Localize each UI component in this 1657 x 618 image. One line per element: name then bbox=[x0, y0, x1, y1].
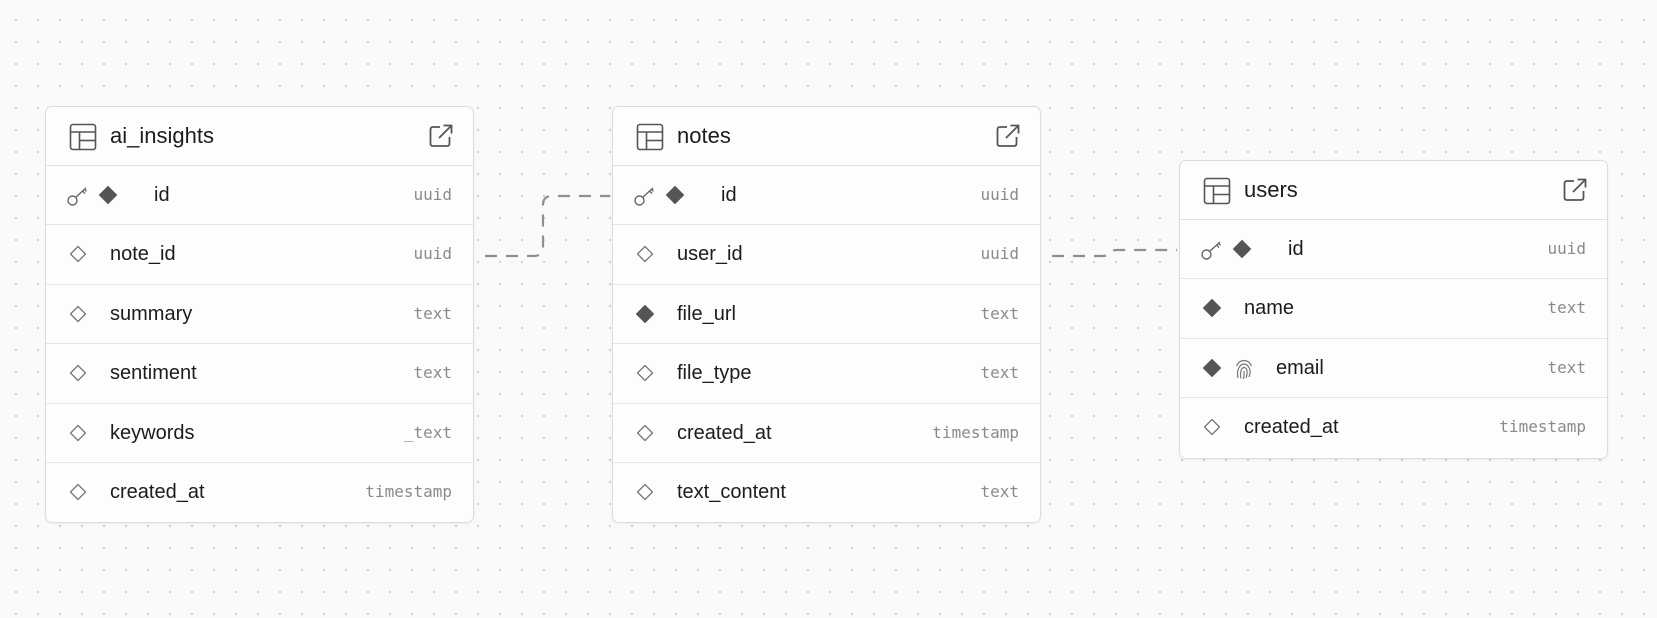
column-row-file-type[interactable]: file_type text bbox=[613, 344, 1040, 404]
filled-diamond-icon bbox=[1202, 358, 1222, 378]
table-title: notes bbox=[677, 123, 731, 148]
table-title: ai_insights bbox=[110, 123, 214, 148]
column-row-text-content[interactable]: text_content text bbox=[613, 463, 1040, 522]
column-row-id[interactable]: id uuid bbox=[613, 166, 1040, 226]
column-type: _text bbox=[403, 422, 452, 442]
column-name: summary bbox=[110, 302, 193, 325]
column-row-sentiment[interactable]: sentiment text bbox=[46, 344, 473, 404]
column-type: text bbox=[413, 303, 452, 323]
column-type: uuid bbox=[413, 185, 452, 204]
table-icon bbox=[1203, 177, 1231, 205]
column-type: text bbox=[1547, 357, 1586, 377]
column-type: uuid bbox=[413, 244, 452, 264]
column-name: keywords bbox=[110, 421, 195, 444]
column-row-created-at[interactable]: created_at timestamp bbox=[1180, 398, 1607, 457]
column-type: text bbox=[980, 303, 1019, 323]
relation-notes-user-id-to-users-id bbox=[1052, 248, 1177, 258]
column-row-email[interactable]: email text bbox=[1180, 339, 1607, 399]
column-type: timestamp bbox=[1499, 417, 1586, 437]
outline-diamond-icon bbox=[1202, 417, 1222, 437]
column-name: name bbox=[1244, 297, 1295, 320]
filled-diamond-icon bbox=[1202, 298, 1222, 318]
column-name: created_at bbox=[677, 421, 772, 444]
column-name: sentiment bbox=[110, 362, 197, 385]
column-name: created_at bbox=[1244, 416, 1339, 439]
key-icon bbox=[633, 184, 657, 208]
outline-diamond-icon bbox=[635, 423, 655, 443]
column-row-name[interactable]: name text bbox=[1180, 279, 1607, 339]
outline-diamond-icon bbox=[68, 363, 88, 383]
column-row-id[interactable]: id uuid bbox=[1180, 220, 1607, 280]
column-type: uuid bbox=[1547, 239, 1586, 258]
outline-diamond-icon bbox=[635, 244, 655, 264]
filled-diamond-icon bbox=[98, 185, 118, 205]
column-name: id bbox=[154, 184, 170, 206]
column-name: note_id bbox=[110, 243, 176, 266]
outline-diamond-icon bbox=[68, 304, 88, 324]
external-link-icon[interactable] bbox=[428, 123, 454, 149]
column-name: user_id bbox=[677, 243, 743, 266]
table-icon bbox=[69, 123, 97, 151]
relation-ai-insights-note-id-to-notes-id bbox=[485, 194, 610, 258]
column-row-created-at[interactable]: created_at timestamp bbox=[613, 404, 1040, 463]
fingerprint-icon bbox=[1232, 357, 1256, 381]
outline-diamond-icon bbox=[68, 482, 88, 502]
column-row-summary[interactable]: summary text bbox=[46, 285, 473, 345]
column-type: text bbox=[1547, 298, 1586, 318]
column-row-id[interactable]: id uuid bbox=[46, 166, 473, 226]
column-type: text bbox=[413, 363, 452, 383]
external-link-icon[interactable] bbox=[995, 123, 1021, 149]
column-type: timestamp bbox=[932, 422, 1019, 442]
outline-diamond-icon bbox=[68, 423, 88, 443]
column-type: text bbox=[980, 363, 1019, 383]
filled-diamond-icon bbox=[635, 304, 655, 324]
column-name: created_at bbox=[110, 480, 205, 503]
key-icon bbox=[66, 184, 90, 208]
outline-diamond-icon bbox=[635, 363, 655, 383]
column-row-note-id[interactable]: note_id uuid bbox=[46, 225, 473, 285]
outline-diamond-icon bbox=[68, 244, 88, 264]
column-type: uuid bbox=[980, 185, 1019, 204]
column-name: file_type bbox=[677, 362, 752, 385]
column-row-user-id[interactable]: user_id uuid bbox=[613, 225, 1040, 285]
filled-diamond-icon bbox=[1232, 239, 1252, 259]
key-icon bbox=[1200, 238, 1224, 262]
table-icon bbox=[636, 123, 664, 151]
column-row-created-at[interactable]: created_at timestamp bbox=[46, 463, 473, 522]
column-name: file_url bbox=[677, 302, 736, 325]
external-link-icon[interactable] bbox=[1562, 177, 1588, 203]
table-header: users bbox=[1180, 161, 1607, 220]
table-title: users bbox=[1244, 177, 1298, 202]
column-name: id bbox=[721, 184, 737, 206]
table-header: notes bbox=[613, 107, 1040, 166]
table-header: ai_insights bbox=[46, 107, 473, 166]
filled-diamond-icon bbox=[665, 185, 685, 205]
column-name: id bbox=[1288, 238, 1304, 260]
column-type: text bbox=[980, 481, 1019, 501]
column-type: uuid bbox=[980, 244, 1019, 264]
table-card-users[interactable]: users id uuid name text email text created_at ti… bbox=[1179, 160, 1608, 459]
column-type: timestamp bbox=[365, 481, 452, 501]
column-name: text_content bbox=[677, 480, 786, 503]
outline-diamond-icon bbox=[635, 482, 655, 502]
column-row-file-url[interactable]: file_url text bbox=[613, 285, 1040, 345]
column-row-keywords[interactable]: keywords _text bbox=[46, 404, 473, 463]
column-name: email bbox=[1276, 356, 1324, 379]
